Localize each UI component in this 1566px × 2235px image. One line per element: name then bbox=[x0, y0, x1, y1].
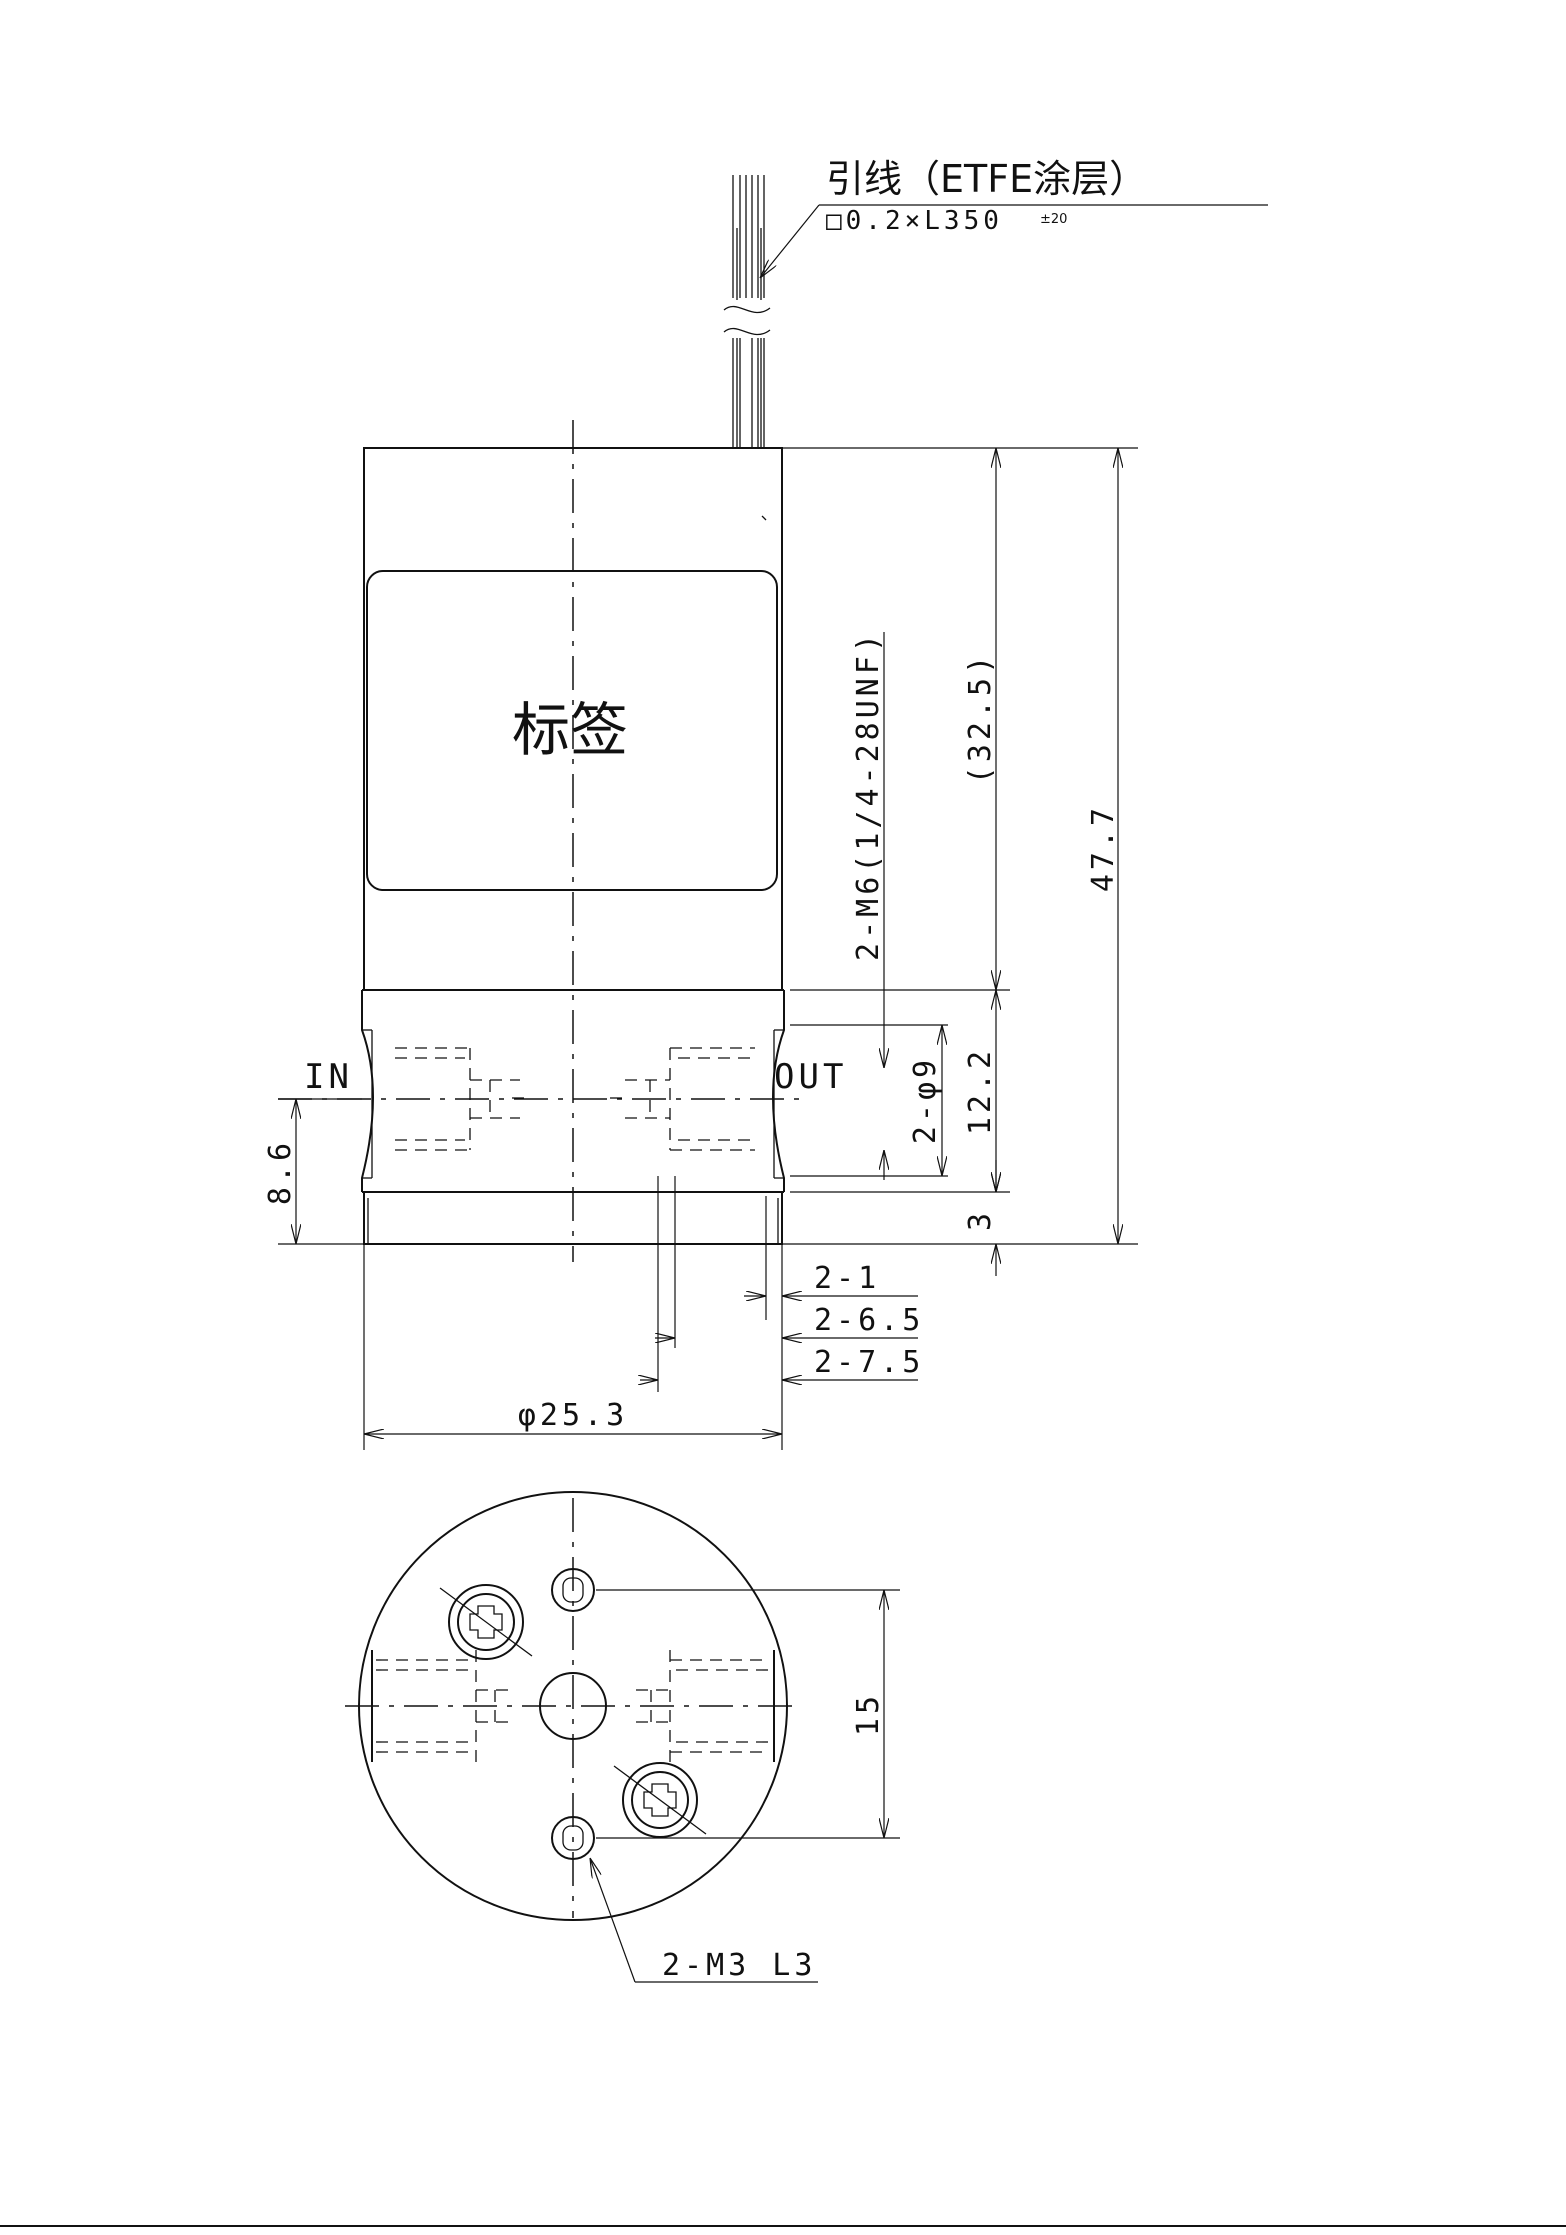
dimensions: 47.7 (32.5) 12.2 3 2-φ9 2-M6(1/4-28UNF) … bbox=[263, 447, 1138, 1450]
lead-wires bbox=[723, 175, 771, 448]
dim-bottom-screw: 2-M3 L3 bbox=[662, 1948, 816, 1983]
dim-2-6-5: 2-6.5 bbox=[814, 1303, 924, 1338]
dim-port-diameter: 2-φ9 bbox=[908, 1056, 943, 1144]
dim-coil-height: (32.5) bbox=[963, 652, 998, 784]
dim-body-height: 12.2 bbox=[963, 1047, 998, 1135]
dim-bottom-pitch: 15 bbox=[851, 1692, 886, 1736]
hole-top bbox=[551, 1568, 595, 1612]
label-text: 标签 bbox=[512, 696, 628, 764]
dim-2-1: 2-1 bbox=[814, 1261, 880, 1296]
dim-diameter: φ25.3 bbox=[518, 1398, 628, 1433]
dim-total-height: 47.7 bbox=[1086, 804, 1121, 892]
label-area bbox=[366, 570, 778, 891]
port-out-hidden bbox=[610, 1047, 755, 1151]
lead-wire-title: 引线（ETFE涂层） bbox=[826, 157, 1147, 201]
screw-top-left bbox=[439, 1584, 533, 1660]
port-out-label: OUT bbox=[774, 1057, 847, 1097]
lead-wire-leader: 引线（ETFE涂层） □0.2×L350 ±20 bbox=[760, 157, 1268, 278]
screw-bottom-right bbox=[613, 1762, 707, 1838]
dim-port-center-height: 8.6 bbox=[263, 1139, 298, 1205]
bottom-hidden-ports bbox=[376, 1650, 770, 1762]
hole-bottom bbox=[551, 1816, 595, 1860]
port-in-label: IN bbox=[304, 1057, 353, 1097]
dim-thread: 2-M6(1/4-28UNF) bbox=[851, 630, 886, 961]
dim-2-7-5: 2-7.5 bbox=[814, 1345, 924, 1380]
dim-base-height: 3 bbox=[963, 1209, 998, 1231]
center-hole bbox=[539, 1672, 607, 1740]
lead-wire-spec: □0.2×L350 bbox=[826, 206, 1003, 236]
front-view: 引线（ETFE涂层） □0.2×L350 ±20 标签 bbox=[278, 157, 1268, 1262]
bottom-view: 15 2-M3 L3 bbox=[345, 1491, 900, 1983]
lead-wire-tolerance: ±20 bbox=[1040, 212, 1067, 227]
